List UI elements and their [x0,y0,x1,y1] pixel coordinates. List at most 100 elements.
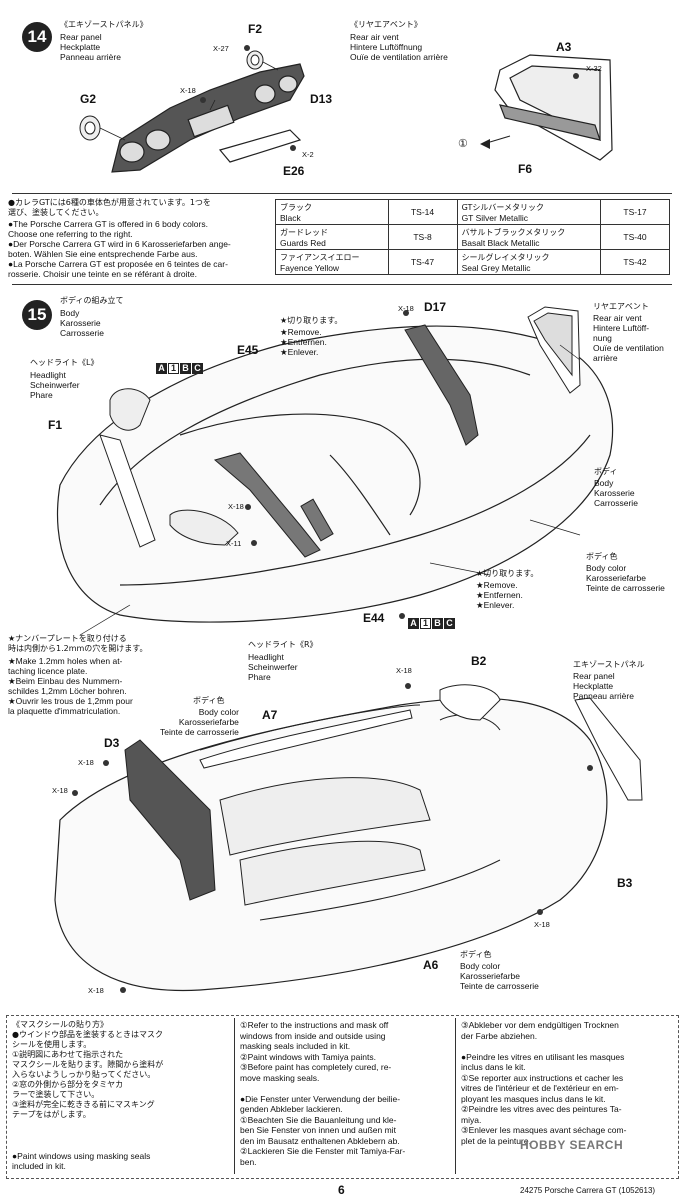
mark-c: C [444,618,455,629]
bodycolor-a6: Body color Karosseriefarbe Teinte de car… [460,961,539,991]
footer-ref: (1052613) [618,1186,656,1195]
step-15-title-de: Karosserie [60,318,101,328]
label-circle-1: ① [458,138,468,150]
label-d3: D3 [104,736,120,750]
b2-part-drawing [439,684,501,721]
footer-title: Porsche Carrera GT [544,1186,617,1195]
column-divider-1 [234,1018,235,1174]
mark-c: C [192,363,203,374]
step-14-title-en: Rear panel [60,32,102,42]
headlight-l: Headlight Scheinwerfer Phare [30,370,80,400]
footer-info: 24275 Porsche Carrera GT (1052613) [520,1186,655,1196]
headlight-l-drawing [109,388,151,431]
masking-col3: ③Abkleber vor dem endgültigen Trocknen d… [461,1020,627,1146]
d17-part-drawing [404,324,479,446]
label-f2: F2 [248,22,263,36]
mark-a: A [156,363,167,374]
column-divider-2 [455,1018,456,1174]
d3-part-drawing [124,739,216,901]
mark-1: 1 [420,618,431,629]
divider-mid [12,284,672,285]
g2-part-drawing [79,115,101,141]
masking-col1-jp: 《マスクシールの貼り方》 ●ウインドウ部品を塗装するときはマスク シールを使用し… [12,1020,164,1119]
mark-b: B [180,363,191,374]
label-a7: A7 [262,708,278,722]
label-e45: E45 [237,343,259,357]
label-f1: F1 [48,418,63,432]
masking-col2: ①Refer to the instructions and mask off … [240,1020,406,1167]
remove-top-jp: ★切り取ります。 [280,316,343,325]
step-14-title-de: Heckplatte [60,42,101,52]
remove-bottom: ★Remove. ★Entfernen. ★Enlever. [476,580,523,610]
label-x18-l4: X-18 [534,920,550,929]
label-a6: A6 [423,958,439,972]
mark-a: A [408,618,419,629]
rear-vent-15: Rear air vent Hintere Luftöff- nung Ouïe… [593,313,664,363]
bodycolor-15: Body color Karosseriefarbe Teinte de car… [586,563,665,593]
label-e44: E44 [363,611,385,625]
rear-vent-15-drawing [527,306,581,394]
watermark: HOBBY SEARCH [520,1138,624,1152]
step-14-diagram [79,45,613,173]
body-jp: ボディ [594,467,618,476]
label-x18-l5: X-18 [88,986,104,995]
label-d17: D17 [424,300,447,314]
rear-panel-lower: Rear panel Heckplatte Panneau arrière [573,671,634,701]
headlight-r-jp: ヘッドライト《R》 [248,640,318,649]
e45-part-drawing [213,452,321,558]
label-x18-l2: X-18 [78,758,94,767]
footer-code: 24275 [520,1186,543,1195]
table-cell: TS-17 [600,199,670,225]
lower-assembly-diagram [54,683,643,993]
rear-panel-lower-drawing [574,697,643,801]
mark-b: B [432,618,443,629]
e44-part-drawing [300,498,334,542]
label-x27: X-27 [213,44,229,53]
label-x2: X-2 [302,150,314,159]
label-a3: A3 [556,40,572,54]
page-number: 6 [338,1183,345,1197]
masking-col1-en: ●Paint windows using masking seals inclu… [12,1151,151,1171]
label-f6: F6 [518,162,533,176]
bodycolor-a7-jp: ボディ色 [193,696,225,705]
step-15-title-en: Body [60,308,80,318]
body-shell-drawing [56,325,614,623]
label-x32: X-32 [586,64,602,73]
divider-top [12,193,672,194]
headlight-l-jp: ヘッドライト《L》 [30,358,99,367]
step-15-diagram [56,306,614,636]
rear-vent-title-en: Rear air vent [350,32,399,42]
colors-note-de: ●Der Porsche Carrera GT wird in 6 Kaross… [8,239,231,259]
rear-panel-lower-jp: エキゾーストパネル [573,660,645,669]
remove-top: ★Remove. ★Entfernen. ★Enlever. [280,327,327,357]
f2-part-drawing [246,50,264,70]
remove-bottom-jp: ★切り取ります。 [476,569,539,578]
step-15-title-fr: Carrosserie [60,328,104,338]
rear-vent-15-jp: リヤエアベント [593,302,649,311]
label-g2: G2 [80,92,97,106]
body-label: Body Karosserie Carrosserie [594,478,638,508]
step-15-badge: 15 [22,300,52,330]
masking-instructions-box [6,1015,679,1179]
step-14-title-fr: Panneau arrière [60,52,121,62]
bodycolor-a6-jp: ボディ色 [460,950,492,959]
colors-note-jp: ●カレラGTには6種の車体色が用意されています。1つを 選び、塗装してください。 [8,198,211,217]
label-x11: X-11 [226,539,242,548]
f1-part-drawing [99,434,156,548]
mark-1: 1 [168,363,179,374]
bodycolor-a7: Body color Karosseriefarbe Teinte de car… [160,707,239,737]
table-cell: TS-40 [600,224,670,250]
table-cell: TS-8 [387,224,458,250]
step-14-badge: 14 [22,22,52,52]
plate-note: ★Make 1.2mm holes when at- taching licen… [8,656,133,716]
